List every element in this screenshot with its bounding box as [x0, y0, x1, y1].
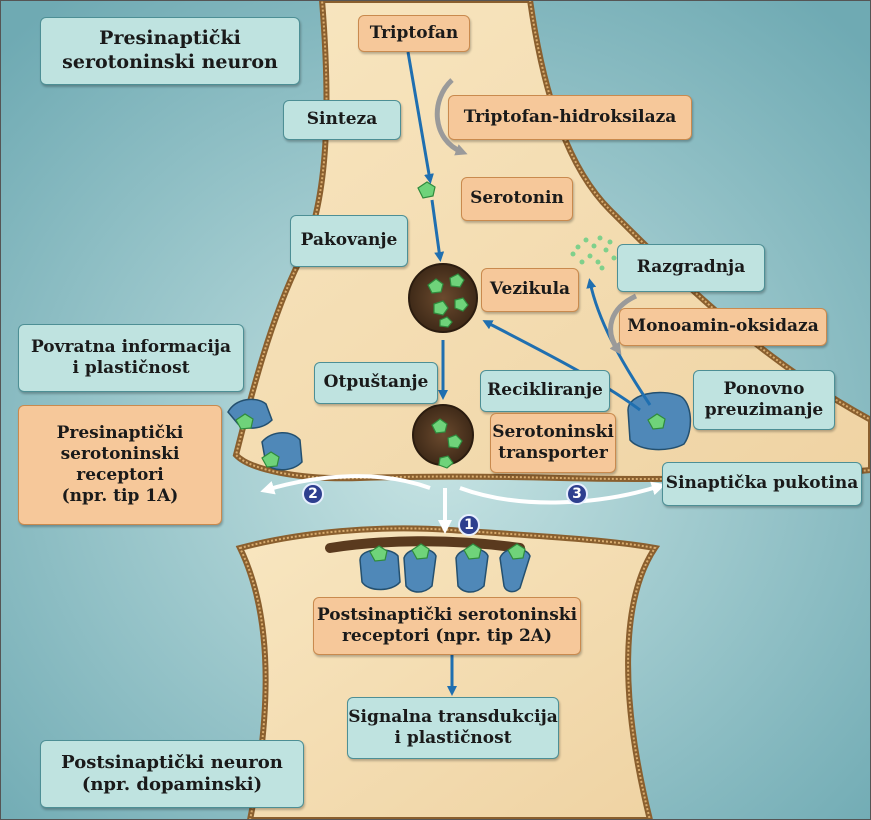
label-presynaptic-neuron: Presinaptički serotoninski neuron	[40, 17, 300, 85]
label-tryptophan: Triptofan	[358, 15, 470, 52]
label-synthesis: Sinteza	[283, 100, 401, 140]
label-feedback-plasticity: Povratna informacija i plastičnost	[18, 324, 244, 392]
label-synaptic-cleft: Sinaptička pukotina	[662, 462, 862, 506]
label-vesicle: Vezikula	[481, 268, 579, 312]
label-packaging: Pakovanje	[290, 215, 408, 267]
badge-3: 3	[566, 483, 588, 505]
label-monoamine-oxidase: Monoamin-oksidaza	[619, 308, 827, 346]
label-serotonin: Serotonin	[461, 177, 573, 221]
label-recycling: Recikliranje	[480, 370, 610, 412]
badge-2: 2	[302, 483, 324, 505]
label-serotonin-transporter: Serotoninski transporter	[490, 413, 616, 473]
label-presynaptic-receptors: Presinaptički serotoninski receptori (np…	[18, 405, 222, 525]
label-signal-transduction: Signalna transdukcija i plastičnost	[347, 697, 559, 759]
label-postsynaptic-receptors: Postsinaptički serotoninski receptori (n…	[313, 597, 581, 655]
label-reuptake: Ponovno preuzimanje	[693, 370, 835, 430]
badge-1: 1	[458, 514, 480, 536]
vesicle-packaged	[409, 264, 477, 332]
label-postsynaptic-neuron: Postsinaptički neuron (npr. dopaminski)	[40, 740, 304, 808]
label-degradation: Razgradnja	[617, 244, 765, 292]
label-tryptophan-hydroxylase: Triptofan-hidroksilaza	[448, 95, 692, 140]
presynaptic-receptor-lower	[262, 433, 302, 470]
serotonin-transporter-protein	[628, 392, 690, 449]
label-release: Otpuštanje	[314, 362, 438, 404]
